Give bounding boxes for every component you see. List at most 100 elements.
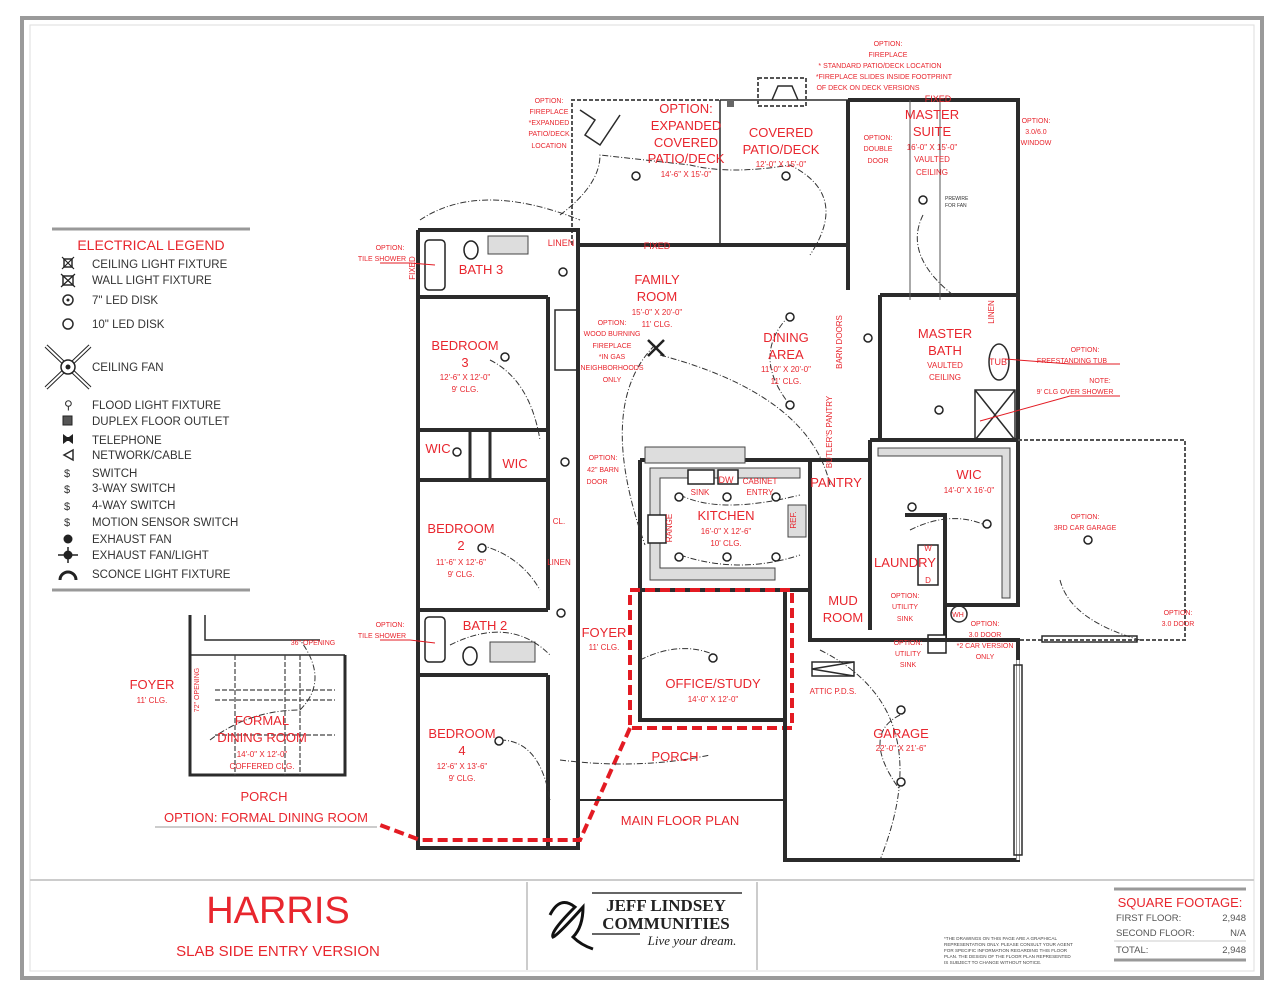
room-name: PANTRY — [810, 475, 862, 490]
note: WINDOW — [1021, 140, 1052, 147]
room-name: MUD — [828, 593, 858, 608]
note: TUB — [989, 357, 1007, 367]
room-size: 11'-6" X 12'-6" — [436, 558, 486, 567]
note: LINEN — [548, 238, 575, 248]
disclaimer-line: REPRESENTATION ONLY. PLEASE CONSULT YOUR… — [944, 942, 1073, 947]
note: DOOR — [868, 158, 889, 165]
room-name: BEDROOM — [427, 521, 494, 536]
note: DOUBLE — [864, 146, 893, 153]
svg-text:Live your dream.: Live your dream. — [647, 933, 737, 948]
note: OPTION: — [1164, 610, 1193, 617]
duplex-floor-outlet-icon — [62, 415, 73, 426]
note: TILE SHOWER — [358, 633, 406, 640]
note: RANGE — [665, 514, 674, 542]
note: 3.0 DOOR — [1162, 621, 1195, 628]
legend-label: CEILING LIGHT FIXTURE — [92, 259, 228, 271]
svg-text:JEFF LINDSEY: JEFF LINDSEY — [606, 896, 726, 915]
ceiling-light-icon — [61, 256, 75, 270]
note: D — [925, 576, 931, 585]
light-fixtures — [452, 171, 1093, 787]
note: CABINET — [743, 477, 778, 486]
ceiling-fan-symbol — [647, 339, 665, 357]
room-name: DINING — [763, 330, 809, 345]
sqft-value: N/A — [1230, 928, 1247, 939]
room-name: PATIO/DECK — [648, 151, 725, 166]
note: PREWIRE — [945, 196, 969, 202]
room-name: MASTER — [905, 107, 959, 122]
note: 42" BARN — [587, 467, 619, 474]
square-footage: SQUARE FOOTAGE: FIRST FLOOR: 2,948 SECON… — [1114, 887, 1247, 962]
plan-name: HARRIS — [206, 890, 350, 932]
room-ceiling: CEILING — [929, 373, 961, 382]
legend-label: CEILING FAN — [92, 362, 164, 374]
annotations: OPTION: FIREPLACE * STANDARD PATIO/DECK … — [130, 41, 1195, 828]
note: ENTRY — [747, 488, 775, 497]
note: OPTION: — [376, 245, 405, 252]
room-size: 22'-0" X 21'-6" — [876, 744, 927, 753]
sconce-icon — [58, 570, 78, 581]
legend-label: 3-WAY SWITCH — [92, 483, 175, 495]
room-ceiling: 11' CLG. — [642, 320, 673, 329]
note: ONLY — [976, 654, 995, 661]
note: * STANDARD PATIO/DECK LOCATION — [818, 63, 941, 70]
plan-version: SLAB SIDE ENTRY VERSION — [176, 943, 380, 960]
note: FIREPLACE — [530, 109, 569, 116]
room-size: 14'-0" X 16'-0" — [944, 486, 995, 495]
note: PATIO/DECK — [528, 131, 570, 138]
note: FIXED — [644, 241, 671, 251]
wall-light-icon — [60, 273, 76, 288]
title-block: HARRIS SLAB SIDE ENTRY VERSION JEFF LIND… — [176, 887, 1247, 965]
room-name: ROOM — [823, 610, 863, 625]
note: WH — [952, 612, 964, 619]
sqft-value: 2,948 — [1222, 913, 1246, 924]
note: OPTION: — [598, 320, 627, 327]
room-name: EXPANDED — [651, 118, 722, 133]
room-ceiling: 9' CLG. — [449, 774, 476, 783]
note: FOR FAN — [945, 203, 967, 209]
note: ONLY — [603, 377, 622, 384]
sqft-value: 2,948 — [1222, 945, 1246, 956]
room-ceiling: COFFERED CLG. — [230, 762, 295, 771]
legend-label: SCONCE LIGHT FIXTURE — [92, 569, 231, 581]
room-ceiling: 10' CLG. — [710, 539, 741, 548]
note: OPTION: — [971, 621, 1000, 628]
legend-label: DUPLEX FLOOR OUTLET — [92, 416, 229, 428]
led-disk-7-icon — [62, 294, 74, 306]
note: SINK — [897, 616, 914, 623]
room-name: COVERED — [749, 125, 813, 140]
room-name: SUITE — [913, 124, 952, 139]
room-name: FOYER — [582, 625, 627, 640]
switch-icon: $ — [64, 468, 70, 480]
note: *EXPANDED — [529, 120, 570, 127]
motion-switch-icon: $ — [64, 517, 70, 529]
disclaimer-line: PLAN. THE DESIGN OF THE FLOOR PLAN REPRE… — [944, 954, 1071, 959]
room-size: 12'-6" X 13'-6" — [437, 762, 488, 771]
note: OPTION: — [891, 593, 920, 600]
note: BARN DOORS — [835, 315, 844, 369]
room-name: FAMILY — [634, 272, 680, 287]
disclaimer-line: IS SUBJECT TO CHANGE WITHOUT NOTICE. — [944, 960, 1041, 965]
room-name: PORCH — [241, 789, 288, 804]
room-name: GARAGE — [873, 726, 929, 741]
note: FIREPLACE — [869, 52, 908, 59]
note: OPTION: — [376, 622, 405, 629]
note: 3RD CAR GARAGE — [1054, 525, 1117, 532]
telephone-icon — [63, 434, 73, 444]
note: 36" OPENING — [291, 640, 336, 647]
led-disk-10-icon — [62, 318, 74, 330]
sqft-label: TOTAL: — [1116, 945, 1148, 956]
note: TILE SHOWER — [358, 256, 406, 263]
four-way-switch-icon: $ — [64, 501, 70, 513]
room-size: 16'-0" X 12'-6" — [701, 527, 752, 536]
note: 3.0 DOOR — [969, 632, 1002, 639]
network-cable-icon — [62, 448, 74, 462]
note: OF DECK ON DECK VERSIONS — [816, 85, 919, 92]
exhaust-fan-icon — [63, 534, 73, 544]
note: REF. — [789, 511, 798, 528]
room-ceiling: CEILING — [916, 168, 948, 177]
room-name: BATH 3 — [459, 262, 504, 277]
room-size: 15'-0" X 20'-0" — [632, 308, 683, 317]
note: LOCATION — [531, 143, 566, 150]
inset-title: OPTION: FORMAL DINING ROOM — [164, 810, 368, 825]
note: FIREPLACE — [593, 343, 632, 350]
